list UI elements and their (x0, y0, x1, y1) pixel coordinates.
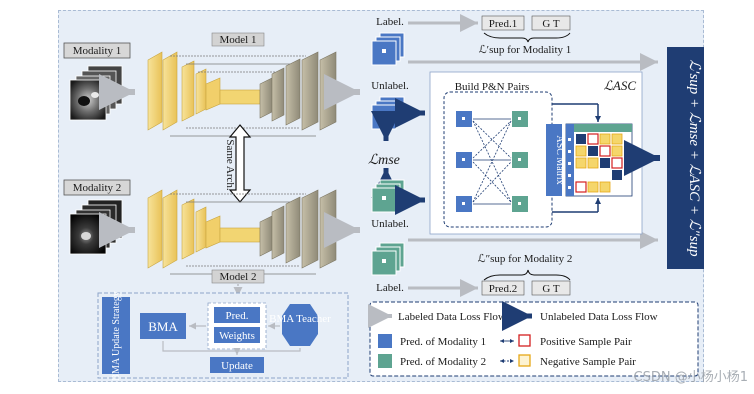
watermark: CSDN @小杨小杨1 (634, 370, 748, 385)
pred2-label: Pred.2 (489, 283, 517, 295)
pn-pairs-label: Build P&N Pairs (455, 81, 530, 93)
total-loss-label: ℒ′sup + ℒmse + ℒASC + ℒ″sup (686, 59, 702, 257)
model1-label: Model 1 (220, 34, 257, 46)
bma-teacher-label-1: BMA Teacher (269, 313, 331, 325)
bma-strategy-label: BMA Update Strategy (111, 291, 122, 380)
model2-label: Model 2 (220, 271, 257, 283)
asc-block: ℒASC Build P&N Pairs (429, 71, 643, 235)
legend-negative-pair: Negative Sample Pair (540, 356, 636, 368)
model1-network: Model 1 (147, 32, 360, 137)
mse-loss-label: ℒmse (368, 153, 400, 168)
modality1-group: Modality 1 (63, 42, 135, 121)
sup-top-flow: Pred.1 G T ℒ′sup for Modality 1 (408, 14, 658, 71)
pred2-box (481, 280, 525, 296)
total-loss-box (667, 47, 704, 269)
gt-top-label: G T (542, 18, 559, 30)
legend-mod1-swatch (378, 334, 392, 348)
legend-pred-mod2: Pred. of Modality 2 (400, 356, 486, 368)
legend-positive-pair: Positive Sample Pair (540, 336, 632, 348)
same-arch-label: Same Arch. (224, 139, 236, 191)
pred-stack-unlabeled-top: Unlabel. (371, 80, 409, 130)
positive-swatch (518, 334, 531, 347)
total-loss: ℒ′sup + ℒmse + ℒASC + ℒ″sup (667, 47, 704, 269)
gt-bottom-label: G T (542, 283, 559, 295)
legend-pred-mod1: Pred. of Modality 1 (400, 336, 486, 348)
pred-stack-labeled-bottom: Label. (371, 242, 405, 294)
update-label: Update (221, 360, 253, 372)
negative-swatch (518, 354, 531, 367)
asc-matrix-label: ASC Matrix (554, 135, 565, 184)
modality1-label-box (63, 42, 131, 59)
model2-label-box (211, 269, 265, 284)
modality2-label-box (63, 179, 131, 196)
bma-strategy-block: BMA Update Strategy BMA Pred. Weights BM… (97, 291, 349, 381)
modality1-label: Modality 1 (73, 45, 122, 57)
modality2-scan-stack (69, 199, 123, 255)
modality1-scan-stack (69, 65, 123, 121)
bma-strategy-bar (102, 297, 130, 374)
bma-teacher-shape (282, 304, 318, 346)
update-box (210, 357, 264, 373)
same-arch-indicator: Same Arch. (224, 124, 252, 203)
pred-label: Pred. (226, 310, 249, 322)
bma-box (140, 313, 186, 339)
asc-matrix (565, 123, 633, 197)
label-top: Label. (376, 16, 404, 28)
weights-label: Weights (219, 330, 255, 342)
legend-box (369, 301, 699, 377)
model2-network: Model 2 (147, 189, 360, 296)
legend-block: Labeled Data Loss Flow Unlabeled Data Lo… (368, 301, 699, 377)
bma-label: BMA (148, 319, 178, 334)
pred-stack-labeled-top: Label. (371, 16, 405, 66)
sup-bottom-flow: ℒ″sup for Modality 2 Pred.2 G T (408, 231, 658, 297)
model1-label-box (211, 32, 265, 47)
legend-mod2-swatch (378, 354, 392, 368)
pred-stack-unlabeled-bottom: Unlabel. (371, 179, 409, 230)
gt-bottom-box (531, 280, 571, 296)
asc-matrix-label-bar (546, 124, 562, 196)
gt-top-box (531, 15, 571, 31)
pred1-label: Pred.1 (489, 18, 517, 30)
pred1-box (481, 15, 525, 31)
unlabel-bottom: Unlabel. (371, 218, 409, 230)
modality2-label: Modality 2 (73, 182, 122, 194)
asc-title: ℒASC (604, 78, 637, 93)
legend-unlabeled-flow: Unlabeled Data Loss Flow (540, 311, 658, 323)
lsup-mod2-label: ℒ″sup for Modality 2 (478, 253, 573, 265)
legend-labeled-flow: Labeled Data Loss Flow (398, 311, 506, 323)
modality2-group: Modality 2 (63, 179, 135, 255)
label-bottom: Label. (376, 282, 404, 294)
lsup-mod1-label: ℒ′sup for Modality 1 (479, 44, 572, 56)
unlabel-top: Unlabel. (371, 80, 409, 92)
